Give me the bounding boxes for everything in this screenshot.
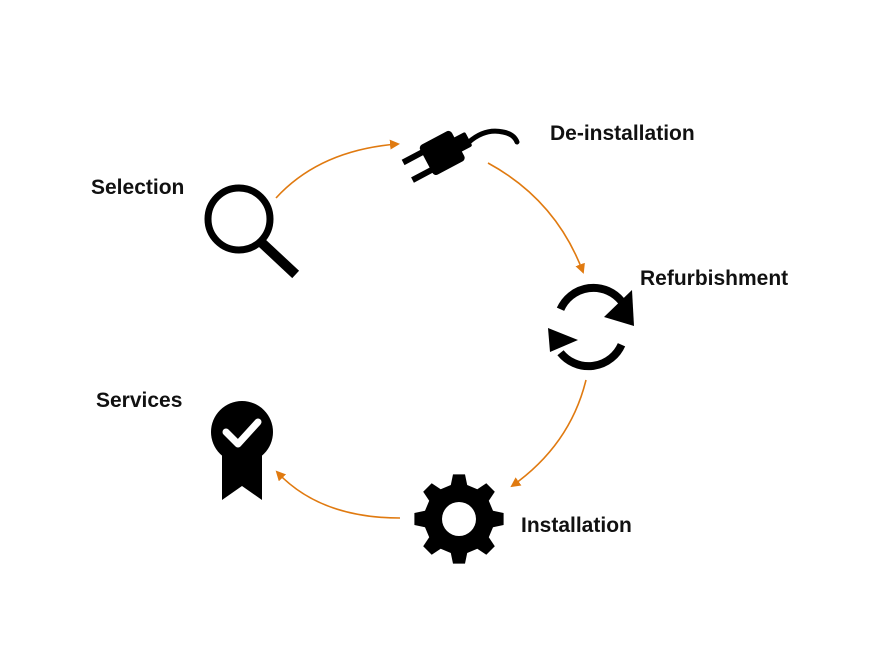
- step-label-selection: Selection: [91, 176, 185, 199]
- step-label-services: Services: [96, 389, 183, 412]
- step-label-installation: Installation: [521, 514, 632, 537]
- step-label-refurbishment: Refurbishment: [640, 267, 789, 290]
- arrow-installation-to-services: [275, 470, 401, 519]
- arrow-selection-to-deinstallation: [275, 139, 400, 199]
- award-badge-icon: [211, 401, 273, 500]
- step-label-deinstallation: De-installation: [550, 122, 695, 145]
- arrow-deinstallation-to-refurbishment: [487, 162, 585, 274]
- magnifier-icon: [204, 184, 300, 279]
- gear-icon: [414, 474, 504, 564]
- plug-icon: [401, 128, 520, 183]
- refresh-icon: [548, 283, 634, 371]
- arrow-refurbishment-to-installation: [510, 379, 587, 488]
